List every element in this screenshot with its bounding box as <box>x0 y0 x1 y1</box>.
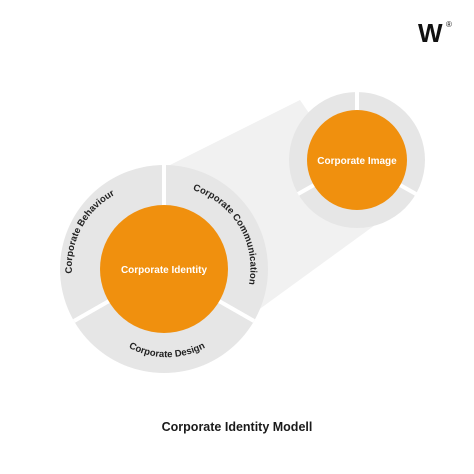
core-label-identity: Corporate Identity <box>121 265 208 276</box>
brand-logo: W ® <box>418 18 452 48</box>
svg-text:®: ® <box>446 20 452 29</box>
core-label-image: Corporate Image <box>317 156 397 167</box>
svg-text:W: W <box>418 18 443 48</box>
image-ring <box>289 92 425 228</box>
diagram-caption: Corporate Identity Modell <box>161 420 313 434</box>
corporate-identity-circle <box>100 205 228 333</box>
corporate-image-circle <box>307 110 407 210</box>
identity-ring <box>60 165 268 373</box>
